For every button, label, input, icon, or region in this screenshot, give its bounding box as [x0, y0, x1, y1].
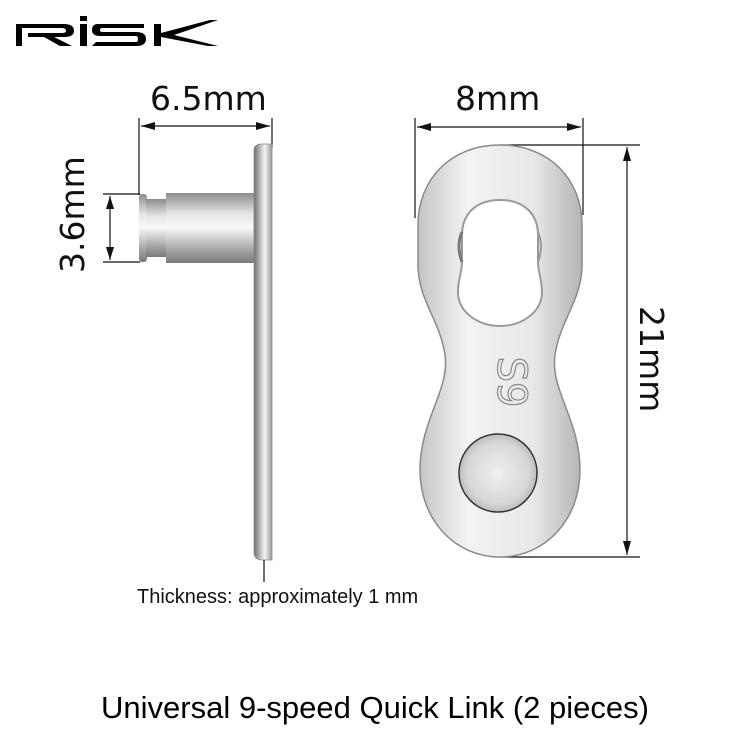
- side-view: [103, 118, 273, 582]
- pin-length-label: 6.5mm: [150, 79, 267, 118]
- thickness-note: Thickness: approximately 1 mm: [137, 586, 419, 608]
- link-marking: S9: [488, 357, 534, 408]
- risk-logo: [16, 16, 218, 46]
- link-width-label: 8mm: [455, 79, 541, 118]
- front-view: S9: [414, 118, 640, 558]
- link-length-label: 21mm: [632, 306, 671, 413]
- pin-diameter-label: 3.6mm: [53, 156, 92, 273]
- product-caption: Universal 9-speed Quick Link (2 pieces): [101, 690, 649, 725]
